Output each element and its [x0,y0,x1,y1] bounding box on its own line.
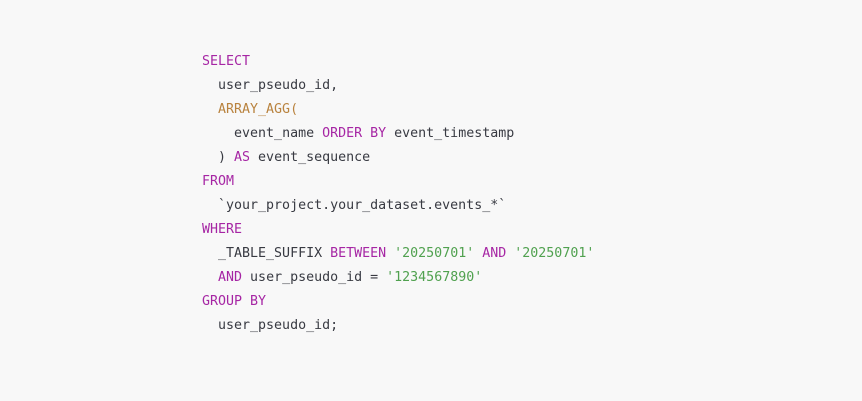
code-line-8: WHERE [202,218,594,242]
code-line-2: user_pseudo_id, [202,74,594,98]
code-line-5: ) AS event_sequence [202,146,594,170]
identifier-token: event_timestamp [386,126,515,141]
keyword-token: AND [482,246,507,261]
keyword-token: FROM [202,174,235,189]
code-line-10: AND user_pseudo_id = '1234567890' [202,266,594,290]
code-line-6: FROM [202,170,594,194]
keyword-token: AS [234,150,251,165]
keyword-token: WHERE [202,222,243,237]
code-line-11: GROUP BY [202,290,594,314]
code-line-7: `your_project.your_dataset.events_*` [202,194,594,218]
keyword-token: AND [218,270,243,285]
identifier-token: event_name [234,126,323,141]
identifier-token: event_sequence [250,150,371,165]
keyword-token: ORDER BY [322,126,387,141]
identifier-token: user_pseudo_id, [218,78,339,93]
keyword-token: GROUP BY [202,294,267,309]
string-token: '1234567890' [386,270,483,285]
code-line-9: _TABLE_SUFFIX BETWEEN '20250701' AND '20… [202,242,594,266]
code-line-1: SELECT [202,50,594,74]
table-identifier-token: `your_project.your_dataset.events_*` [218,198,507,213]
string-token: '20250701' [394,246,475,261]
code-line-4: event_name ORDER BY event_timestamp [202,122,594,146]
punctuation-token: ) [218,150,235,165]
function-token: ARRAY_AGG( [218,102,299,117]
code-line-12: user_pseudo_id; [202,314,594,338]
identifier-token: user_pseudo_id; [218,318,339,333]
identifier-token: user_pseudo_id = [242,270,387,285]
keyword-token: BETWEEN [330,246,387,261]
string-token: '20250701' [514,246,595,261]
sql-code: SELECT user_pseudo_id, ARRAY_AGG( event_… [202,50,594,338]
identifier-token: _TABLE_SUFFIX [218,246,331,261]
keyword-token: SELECT [202,54,251,69]
code-line-3: ARRAY_AGG( [202,98,594,122]
